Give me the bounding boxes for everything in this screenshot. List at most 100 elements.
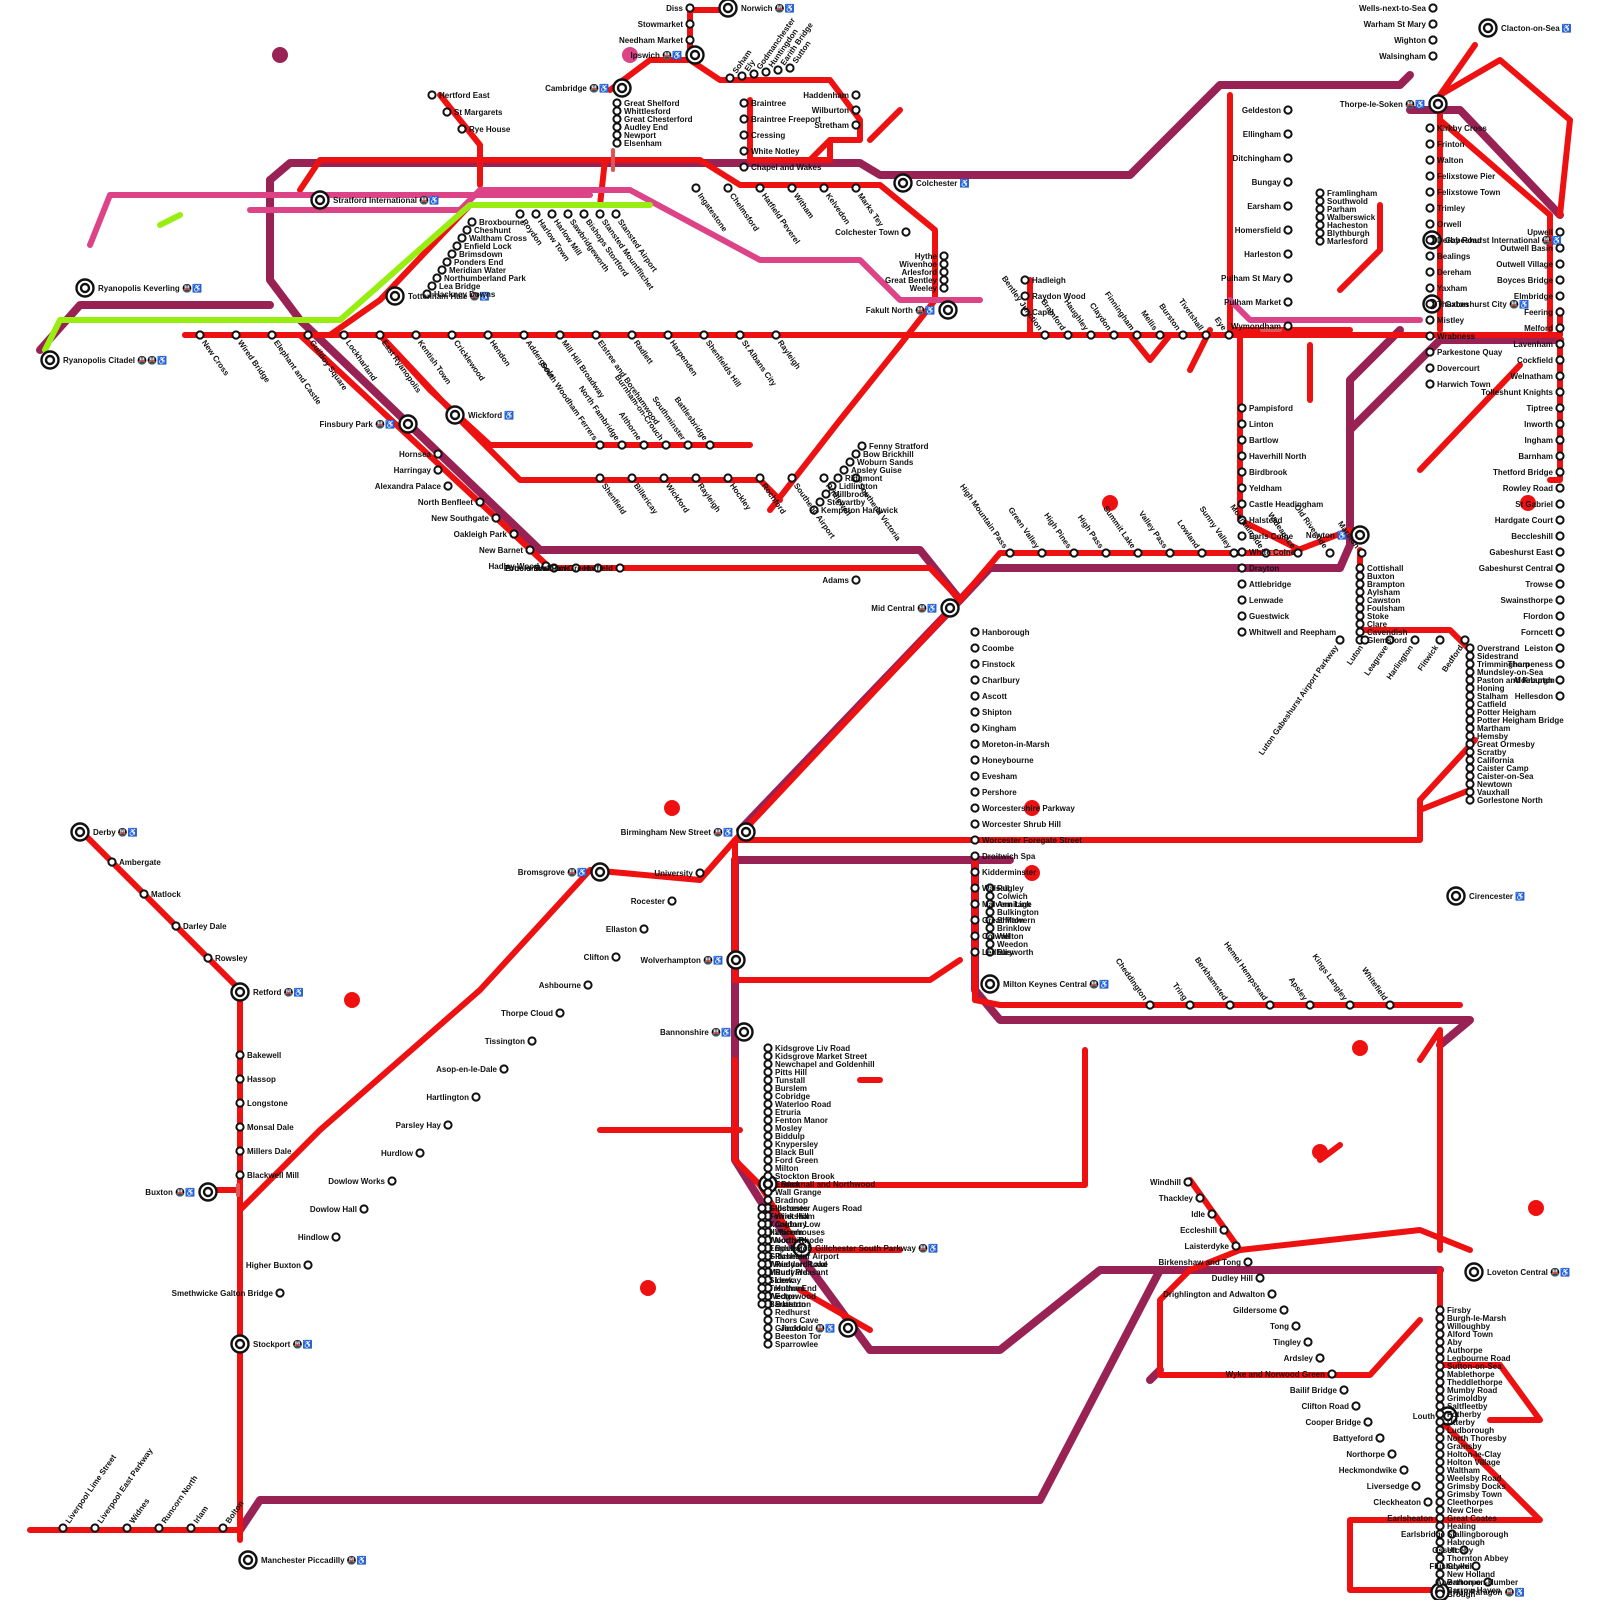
station-north-benfleet[interactable] [476,498,483,505]
station-witham[interactable] [788,184,795,191]
station-brampton[interactable] [1356,580,1363,587]
station-university[interactable] [696,869,703,876]
station-sidestrand[interactable] [1466,652,1473,659]
station-wilburton[interactable] [852,106,859,113]
station-haddenham[interactable] [852,91,859,98]
station-north-fambridge[interactable] [618,441,625,448]
station-earith-bridge[interactable] [774,66,781,73]
station-godmanchester[interactable] [750,70,757,77]
station-braintree[interactable] [740,99,747,106]
station-whittlesford[interactable] [613,107,620,114]
station-elmbridge[interactable] [1556,292,1563,299]
station-holton-village[interactable] [1436,1458,1443,1465]
hub-finsbury-park[interactable] [400,416,417,433]
station-brimsdown[interactable] [448,250,455,257]
station-rowley-road[interactable] [1556,484,1563,491]
station-black-bull[interactable] [764,1148,771,1155]
station-northumberland-park[interactable] [433,274,440,281]
station-northorpe[interactable] [1388,1450,1395,1457]
station-stockton-brook[interactable] [764,1172,771,1179]
station-wells-next-to-sea[interactable] [1429,4,1436,11]
station-marston[interactable] [1358,549,1365,556]
station-kidsgrove-liv-road[interactable] [764,1044,771,1051]
station-heckmondwike[interactable] [1400,1466,1407,1473]
station-grimsby-docks[interactable] [1436,1482,1443,1489]
station-new-holland[interactable] [1436,1570,1443,1577]
station-mount-pleasant[interactable] [758,1268,765,1275]
station-haverhill-north[interactable] [1238,452,1245,459]
station-sunny-valley[interactable] [1230,549,1237,556]
station-millers-dale[interactable] [236,1147,243,1154]
station-berkhamsted[interactable] [1226,1001,1233,1008]
station-oakleigh-park[interactable] [510,530,517,537]
station-malvern-link[interactable] [971,900,978,907]
hub-stratford-international[interactable] [312,192,329,209]
station-authorpe[interactable] [1436,1346,1443,1353]
station-rayleigh[interactable] [692,474,699,481]
station-coombe[interactable] [971,644,978,651]
station-addergoole[interactable] [520,331,527,338]
station-worcestershire-parkway[interactable] [971,804,978,811]
station-california[interactable] [1466,756,1473,763]
station-marks-tey[interactable] [852,184,859,191]
station-alexandra-palace[interactable] [444,482,451,489]
station-geldeston[interactable] [1284,106,1291,113]
station-felixstowe-town[interactable] [1426,188,1433,195]
station-homersfield[interactable] [1284,226,1291,233]
station-welnatham[interactable] [1556,372,1563,379]
station-whitwell-and-reepham[interactable] [1238,628,1245,635]
station-pitts-hill[interactable] [764,1068,771,1075]
station-newtown[interactable] [1466,780,1473,787]
station-great-coates[interactable] [1436,1514,1443,1521]
station-great-chesterford[interactable] [613,115,620,122]
station-scratby[interactable] [1466,748,1473,755]
hub-loveton-central[interactable] [1466,1264,1483,1281]
station-hendon[interactable] [484,331,491,338]
station-chapel-and-wakes[interactable] [740,163,747,170]
station-rochford[interactable] [756,474,763,481]
station-aby[interactable] [1436,1338,1443,1345]
station-dovercourt[interactable] [1426,364,1433,371]
station-cressing[interactable] [740,131,747,138]
station-kings-langley[interactable] [1346,1001,1353,1008]
station-adams[interactable] [852,576,859,583]
station-eccleshill[interactable] [1220,1226,1227,1233]
station-ely[interactable] [738,72,745,79]
station-liverpool-east-parkway[interactable] [91,1524,98,1531]
station-battyeford[interactable] [1376,1434,1383,1441]
station-irlam[interactable] [187,1524,194,1531]
station-trimley[interactable] [1426,204,1433,211]
station-pulham-st-mary[interactable] [1284,274,1291,281]
station-birdbrook[interactable] [1238,468,1245,475]
station-mellis[interactable] [1156,331,1163,338]
station-ditchingham[interactable] [1284,154,1291,161]
station-trentham[interactable] [758,1284,765,1291]
station-hythe[interactable] [940,252,947,259]
station-wedgewood[interactable] [758,1292,765,1299]
station-beeston-tor[interactable] [764,1332,771,1339]
station-roydon[interactable] [516,210,523,217]
station-blythburgh[interactable] [1316,229,1323,236]
station-outwell-basin[interactable] [1556,244,1563,251]
station-lockharland[interactable] [340,331,347,338]
station-firsby[interactable] [1436,1306,1443,1313]
station-ascott[interactable] [971,692,978,699]
station-cottishall[interactable] [1356,564,1363,571]
station-runcorn-north[interactable] [155,1524,162,1531]
station-flitwick[interactable] [1436,636,1443,643]
station-finningham[interactable] [1133,331,1140,338]
station-stowmarket[interactable] [686,20,693,27]
station-windhill[interactable] [1184,1178,1191,1185]
station-billericay[interactable] [628,474,635,481]
station-new-clee[interactable] [1436,1506,1443,1513]
station-thorpeness[interactable] [1556,660,1563,667]
station-harpenden[interactable] [664,331,671,338]
station-attlebridge[interactable] [1238,580,1245,587]
station-gildersome[interactable] [1280,1306,1287,1313]
station-kingham[interactable] [971,724,978,731]
station-hornsea[interactable] [434,450,441,457]
station-legbourne-road[interactable] [1436,1354,1443,1361]
station-southminster[interactable] [684,441,691,448]
station-darley-dale[interactable] [172,922,179,929]
station-diss[interactable] [686,4,693,11]
